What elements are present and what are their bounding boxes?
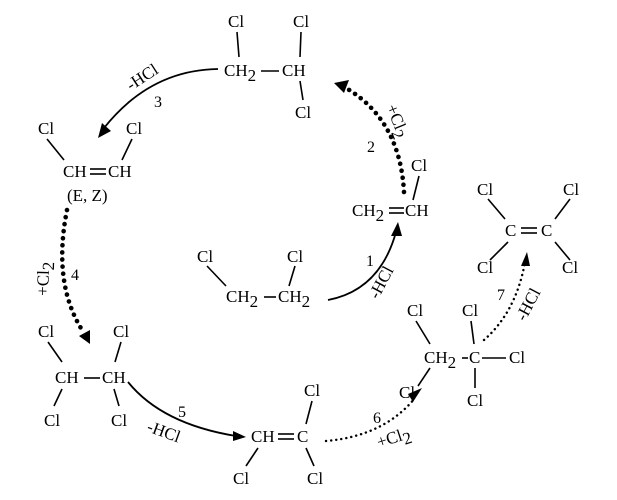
atom-cl-f3: Cl <box>307 469 323 488</box>
atom-cl-e4: Cl <box>111 411 127 430</box>
bond-f3 <box>245 447 259 467</box>
atom-cl-h2: Cl <box>563 180 579 199</box>
arrow-step-7: 7 -HCl <box>482 252 545 342</box>
atom-cl-f1: Cl <box>304 381 320 400</box>
atom-ch2-a2: CH2 <box>278 287 310 311</box>
step-3-number: 3 <box>154 94 162 111</box>
atom-cl-d1: Cl <box>38 119 54 138</box>
atom-cl-e2: Cl <box>113 322 129 341</box>
atom-c-h2: C <box>541 221 552 240</box>
step-6-number: 6 <box>373 410 381 427</box>
step-2-reagent: +Cl2 <box>378 101 413 142</box>
atom-cl-a1: Cl <box>197 247 213 266</box>
bond-g5 <box>417 367 431 387</box>
atom-cl-e1: Cl <box>38 322 54 341</box>
atom-ch-e2: CH <box>102 368 126 387</box>
atom-c-h1: C <box>505 221 516 240</box>
molecule-tetrachloroethane: Cl Cl CH CH Cl Cl <box>38 322 129 430</box>
molecule-dichloroethylene: Cl Cl CH CH (E, Z) <box>38 119 142 205</box>
atom-cl-e3: Cl <box>44 411 60 430</box>
atom-cl-g2: Cl <box>462 301 478 320</box>
bond-b1 <box>412 175 420 201</box>
atom-ch2-b1: CH2 <box>352 201 384 225</box>
atom-ch2-a1: CH2 <box>226 287 258 311</box>
molecule-tetrachloroethylene: Cl Cl C C Cl Cl <box>477 180 579 277</box>
step-3-reagent: -HCl <box>123 60 162 95</box>
atom-ch-e1: CH <box>55 368 79 387</box>
bond-h5 <box>554 241 571 261</box>
bond-f4 <box>305 447 315 467</box>
bond-e2 <box>114 341 122 363</box>
bond-e5 <box>113 388 120 407</box>
atom-cl-h1: Cl <box>477 180 493 199</box>
step-2-number: 2 <box>367 139 375 156</box>
atom-c-f1: C <box>297 427 308 446</box>
atom-cl-a2: Cl <box>287 247 303 266</box>
bond-e4 <box>53 388 63 407</box>
arrow-step-5: 5 -HCl <box>127 381 246 447</box>
atom-ch-f1: CH <box>251 427 275 446</box>
isomer-label: (E, Z) <box>67 186 108 205</box>
bond-g1 <box>415 320 431 345</box>
atom-c-g1: C <box>469 348 480 367</box>
atom-ch2-c1: CH2 <box>224 61 256 85</box>
atom-cl-b1: Cl <box>411 156 427 175</box>
bond-d1 <box>46 138 65 161</box>
atom-cl-g3: Cl <box>509 348 525 367</box>
arrow-step-3: 3 -HCl <box>98 60 219 138</box>
atom-ch-b1: CH <box>405 201 429 220</box>
step-5-number: 5 <box>178 404 186 421</box>
step-4-number: 4 <box>71 267 79 284</box>
arrow-step-1: 1 -HCl <box>327 222 402 302</box>
arrow-step-2: 2 +Cl2 <box>334 80 413 195</box>
atom-cl-g1: Cl <box>407 301 423 320</box>
bond-h2 <box>554 198 571 220</box>
step-7-reagent: -HCl <box>512 285 545 324</box>
step-1-number: 1 <box>366 253 374 270</box>
atom-ch-c1: CH <box>282 61 306 80</box>
atom-cl-h3: Cl <box>477 258 493 277</box>
bond-a1 <box>206 265 227 287</box>
atom-ch2-g1: CH2 <box>424 348 456 372</box>
step-4-reagent: +Cl2 <box>33 261 58 296</box>
step-6-reagent: +Cl2 <box>374 423 414 456</box>
atom-ch-d2: CH <box>108 162 132 181</box>
bond-c2 <box>299 31 302 58</box>
bond-h4 <box>489 241 509 261</box>
molecule-trichloroethylene: Cl CH C Cl Cl <box>233 381 323 488</box>
atom-cl-f2: Cl <box>233 469 249 488</box>
bond-e1 <box>47 341 63 363</box>
atom-cl-g5: Cl <box>467 391 483 410</box>
molecule-vinyl-chloride: Cl CH2 CH <box>352 156 429 225</box>
atom-cl-c1: Cl <box>228 12 244 31</box>
bond-c4 <box>299 80 304 101</box>
bond-a2 <box>288 265 296 287</box>
atom-cl-c2: Cl <box>293 12 309 31</box>
atom-cl-c3: Cl <box>295 103 311 122</box>
molecule-dichloroethane: Cl Cl CH2 CH2 <box>197 247 310 311</box>
bond-h1 <box>487 198 506 220</box>
bond-c1 <box>236 31 240 58</box>
atom-cl-h4: Cl <box>562 258 578 277</box>
bond-d2 <box>121 138 133 161</box>
step-5-reagent: -HCl <box>145 417 184 447</box>
molecule-trichloroethane-top: Cl Cl CH2 CH Cl <box>224 12 311 122</box>
atom-ch-d1: CH <box>63 162 87 181</box>
bond-f1 <box>305 400 313 425</box>
bond-g2 <box>470 320 475 345</box>
arrow-step-4: 4 +Cl2 <box>33 207 90 344</box>
step-7-number: 7 <box>497 287 505 304</box>
atom-cl-d2: Cl <box>126 119 142 138</box>
